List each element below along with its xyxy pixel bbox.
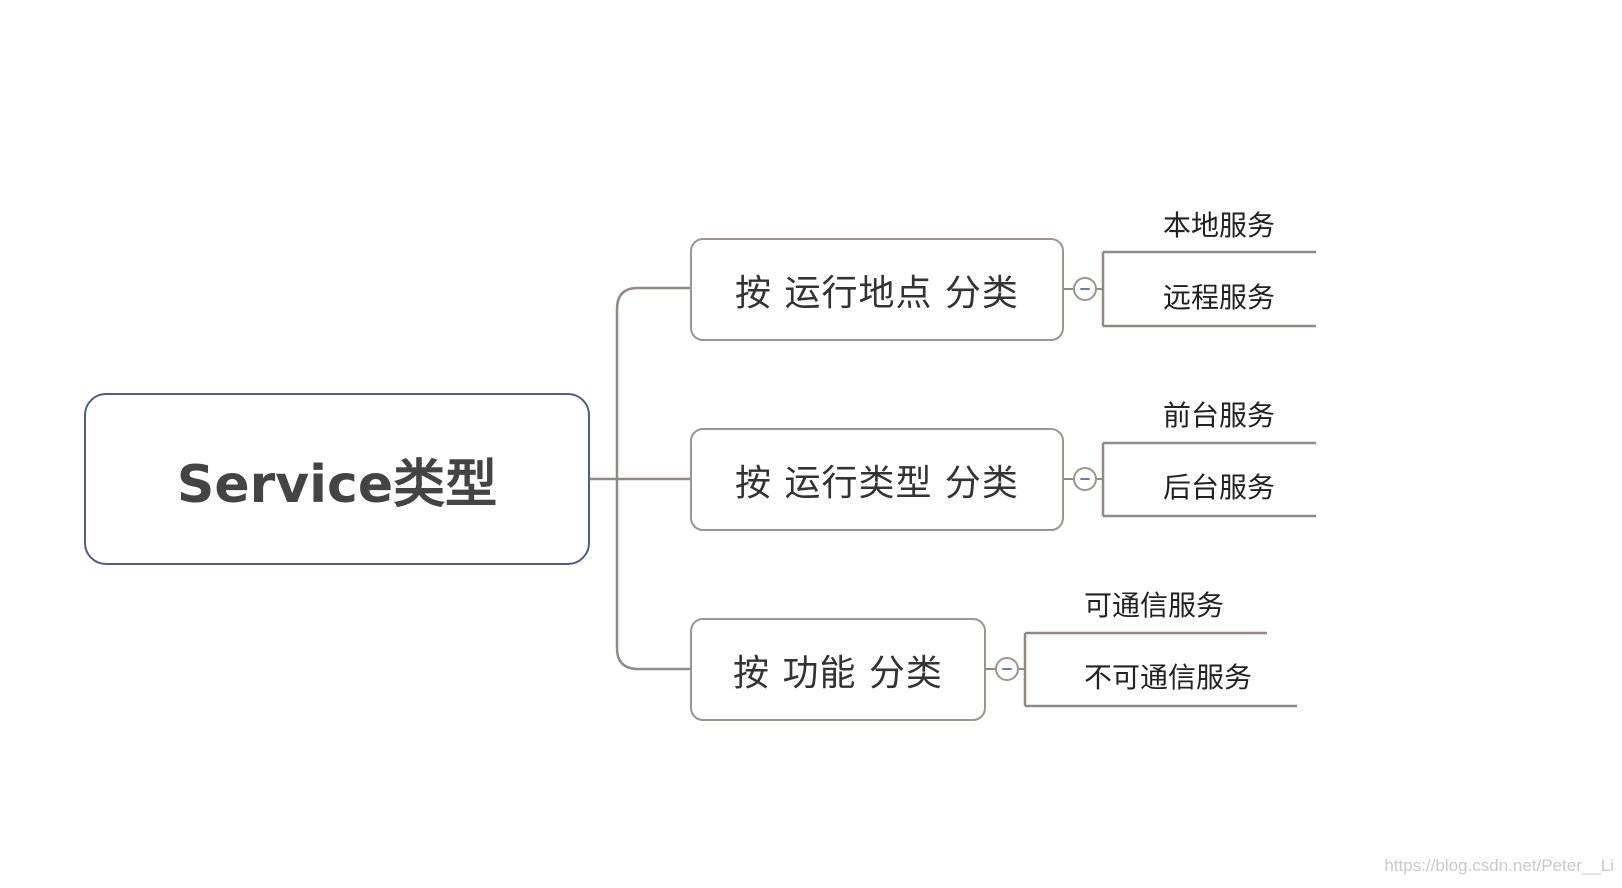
root-label: Service类型 xyxy=(176,454,498,515)
watermark: https://blog.csdn.net/Peter__Li xyxy=(1384,856,1614,875)
leaf-node[interactable]: 可通信服务 xyxy=(1084,589,1225,622)
branch-label: 按 运行类型 分类 xyxy=(735,462,1019,504)
minus-icon xyxy=(1002,667,1012,671)
minus-icon xyxy=(1080,287,1090,291)
branch-node-run-type[interactable]: 按 运行类型 分类 xyxy=(690,428,1064,531)
collapse-toggle-function[interactable] xyxy=(995,657,1019,681)
underline-b1-c1 xyxy=(1101,250,1316,326)
branch-node-function[interactable]: 按 功能 分类 xyxy=(690,618,986,721)
leaf-node[interactable]: 远程服务 xyxy=(1163,281,1276,314)
branch-label: 按 运行地点 分类 xyxy=(735,272,1019,314)
underline-b3-c1 xyxy=(1023,631,1267,706)
minus-icon xyxy=(1080,477,1090,481)
branch-label: 按 功能 分类 xyxy=(733,652,943,694)
leaf-node[interactable]: 不可通信服务 xyxy=(1084,661,1253,694)
leaf-node[interactable]: 本地服务 xyxy=(1163,209,1276,242)
root-node[interactable]: Service类型 xyxy=(84,393,590,565)
leaf-node[interactable]: 后台服务 xyxy=(1163,471,1276,504)
leaf-node[interactable]: 前台服务 xyxy=(1163,399,1276,432)
underline-b2-c1 xyxy=(1101,441,1316,516)
branch-node-location[interactable]: 按 运行地点 分类 xyxy=(690,238,1064,341)
collapse-toggle-run-type[interactable] xyxy=(1073,467,1097,491)
collapse-toggle-location[interactable] xyxy=(1073,277,1097,301)
